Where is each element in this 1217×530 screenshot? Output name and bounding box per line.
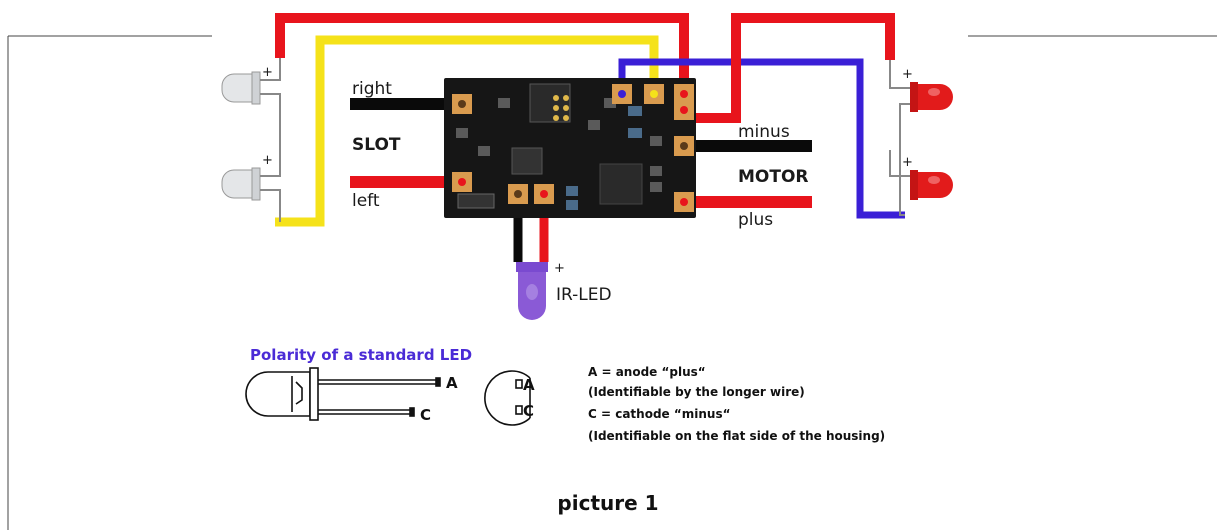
led-red-bottom [889, 150, 953, 200]
plus-sign-ir: + [554, 261, 565, 276]
figure-caption: picture 1 [557, 491, 658, 515]
pads [452, 84, 694, 212]
chip-main [529, 83, 571, 123]
plus-sign-led-right-top: + [902, 67, 913, 82]
plus-sign-led-right-bottom: + [902, 155, 913, 170]
chip-small [511, 147, 543, 175]
slot-left-label: left [352, 191, 380, 211]
motor-minus-label: minus [738, 122, 790, 142]
plus-sign-led-left-bottom: + [262, 153, 273, 168]
top-view-anode-letter: A [523, 376, 535, 394]
decoder-board [444, 78, 696, 218]
motor-label: MOTOR [738, 167, 809, 187]
plus-sign-led-left-top: + [262, 65, 273, 80]
chip-driver [599, 163, 643, 205]
led-anode-letter: A [446, 374, 458, 392]
led-red-top [889, 60, 953, 216]
cathode-note: (Identifiable on the flat side of the ho… [588, 429, 885, 443]
led-top-view-drawing [484, 370, 531, 426]
frame-lines [7, 35, 1217, 530]
top-view-cathode-letter: C [523, 402, 534, 420]
led-ir [516, 262, 548, 320]
polarity-title: Polarity of a standard LED [250, 346, 472, 364]
test-points [553, 95, 569, 121]
cathode-text: C = cathode “minus“ [588, 407, 730, 421]
led-white-bottom [221, 158, 281, 222]
capacitors [566, 106, 642, 210]
anode-note: (Identifiable by the longer wire) [588, 385, 805, 399]
resistors [456, 98, 662, 192]
anode-text: A = anode “plus“ [588, 365, 706, 379]
wire-yellow [275, 35, 659, 227]
slot-right-label: right [352, 79, 392, 99]
led-white-top [221, 58, 281, 158]
led-polarity-drawing [245, 367, 441, 421]
ir-led-label: IR-LED [556, 285, 612, 305]
diode [457, 193, 495, 209]
wire-blue-path [618, 58, 905, 219]
motor-plus-label: plus [738, 210, 773, 230]
slot-label: SLOT [352, 135, 401, 155]
led-cathode-letter: C [420, 406, 431, 424]
wire-red-right-plus [690, 13, 895, 123]
wire-red-left-plus [275, 13, 689, 95]
